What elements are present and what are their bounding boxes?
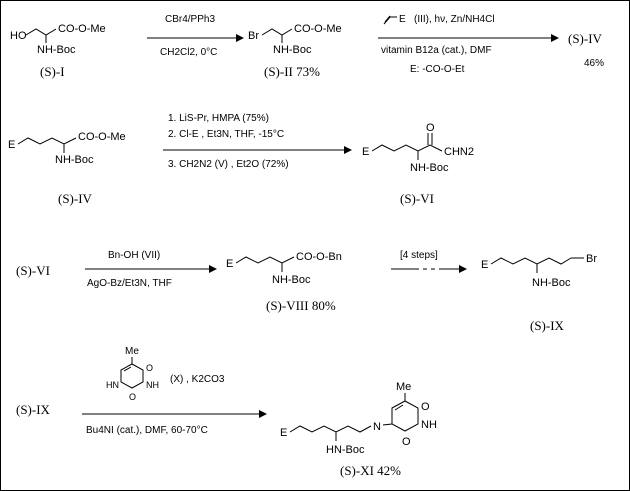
label-s-ii: (S)-II 73% xyxy=(264,64,320,79)
label-s-ix-start: (S)-IX xyxy=(16,402,51,417)
atom-nh: NH xyxy=(421,419,437,431)
atom-ho: HO xyxy=(10,30,27,42)
label-s-viii: (S)-VIII 80% xyxy=(266,298,336,313)
bond-chain xyxy=(261,28,293,36)
label-s-vi-start: (S)-VI xyxy=(16,263,50,278)
atom-o2: O xyxy=(129,392,136,402)
ring xyxy=(391,400,419,432)
reagent-vitamin: vitamin B12a (cat.), DMF xyxy=(381,45,492,56)
arrow-head xyxy=(236,34,244,42)
label-s-iv-product: (S)-IV xyxy=(568,31,603,46)
atom-o2: O xyxy=(402,436,411,448)
bond-chain xyxy=(289,425,372,433)
atom-e: E xyxy=(481,259,488,271)
bond-n-ring xyxy=(382,423,393,426)
bond-chain xyxy=(17,137,77,145)
arrow-4: Bn-OH (VII) AgO-Bz/Et3N, THF xyxy=(85,250,217,289)
compound-s-iv: E CO-O-Me NH-Boc (S)-IV xyxy=(8,131,126,206)
reagent-agobz: AgO-Bz/Et3N, THF xyxy=(87,278,172,289)
atom-o: O xyxy=(426,122,435,134)
bond-chain xyxy=(235,256,295,264)
e-definition: E: -CO-O-Et xyxy=(410,64,465,75)
arrow-head xyxy=(259,410,267,418)
arrow-head xyxy=(551,34,559,42)
atom-me: Me xyxy=(396,381,411,393)
atom-e: E xyxy=(226,258,233,270)
atom-br: Br xyxy=(586,253,597,265)
group-nhboc: NH-Boc xyxy=(532,277,571,289)
atom-me: Me xyxy=(125,346,139,357)
alkene-e: E xyxy=(399,14,406,25)
conditions-bu4ni: Bu4NI (cat.), DMF, 60-70°C xyxy=(86,425,208,436)
step-1: 1. LiS-Pr, HMPA (75%) xyxy=(168,113,269,124)
conditions-ch2cl2: CH2Cl2, 0°C xyxy=(160,47,217,58)
reagent-k2co3: (X) , K2CO3 xyxy=(170,374,225,385)
ring-double xyxy=(394,404,404,411)
label-s-vi: (S)-VI xyxy=(400,191,434,206)
atom-hn: HN xyxy=(106,380,119,390)
yield-s-iv: 46% xyxy=(584,58,604,69)
bond-chain xyxy=(25,28,57,36)
reagent-thymine-x: Me O NH HN O (X) , K2CO3 xyxy=(106,346,225,402)
arrow-5: [4 steps] xyxy=(391,250,467,273)
step-2: 2. Cl-E , Et3N, THF, -15°C xyxy=(168,129,284,140)
group-chn2: CHN2 xyxy=(444,146,474,158)
arrow-1: CBr4/PPh3 CH2Cl2, 0°C xyxy=(147,14,244,58)
atom-nh: NH xyxy=(146,380,159,390)
label-s-iv: (S)-IV xyxy=(58,191,93,206)
compound-s-viii: E CO-O-Bn NH-Boc (S)-VIII 80% xyxy=(226,251,342,313)
group-nhboc: NH-Boc xyxy=(55,154,94,166)
atom-e: E xyxy=(362,146,369,158)
group-ester: CO-O-Me xyxy=(58,23,106,35)
arrow-head xyxy=(459,265,467,273)
compound-s-ix: E Br NH-Boc (S)-IX xyxy=(481,253,597,333)
bond-chain xyxy=(490,257,572,265)
step-3: 3. CH2N2 (V) , Et2O (72%) xyxy=(168,159,289,170)
label-s-i: (S)-I xyxy=(40,64,65,79)
compound-s-i: HO CO-O-Me NH-Boc (S)-I xyxy=(10,23,106,79)
atom-o1: O xyxy=(421,401,430,413)
reagent-cbr4: CBr4/PPh3 xyxy=(165,14,215,25)
atom-o1: O xyxy=(146,363,153,373)
label-s-xi: (S)-XI 42% xyxy=(340,463,401,478)
group-nhboc: NH-Boc xyxy=(272,274,311,286)
alkene-double xyxy=(384,15,391,23)
group-ester: CO-O-Me xyxy=(294,23,342,35)
group-ester: CO-O-Bn xyxy=(296,251,342,263)
atom-n: N xyxy=(373,421,381,433)
bond-chain xyxy=(371,144,443,152)
label-s-ix: (S)-IX xyxy=(530,318,565,333)
atom-br: Br xyxy=(248,30,259,42)
group-ester: CO-O-Me xyxy=(78,131,126,143)
arrow-6: Bu4NI (cat.), DMF, 60-70°C xyxy=(82,410,267,436)
atom-e: E xyxy=(280,427,287,439)
arrow-3: 1. LiS-Pr, HMPA (75%) 2. Cl-E , Et3N, TH… xyxy=(163,113,352,170)
reagent-iii: (III), hν, Zn/NH4Cl xyxy=(414,14,495,25)
group-nhboc: NH-Boc xyxy=(273,44,312,56)
ring-double xyxy=(123,366,132,372)
ring xyxy=(120,363,144,389)
group-nhboc: NH-Boc xyxy=(410,162,449,174)
alkene-iii xyxy=(383,16,397,25)
group-nhboc: NH-Boc xyxy=(37,44,76,56)
label-4-steps: [4 steps] xyxy=(400,250,438,261)
compound-s-vi: E O CHN2 NH-Boc (S)-VI xyxy=(362,122,474,206)
group-hnboc: HN-Boc xyxy=(326,444,365,456)
arrow-head xyxy=(209,265,217,273)
compound-s-ii: Br CO-O-Me NH-Boc (S)-II 73% xyxy=(248,23,342,79)
arrow-head xyxy=(344,146,352,154)
compound-s-xi: E HN-Boc N Me O NH O (S)-XI 42% xyxy=(280,381,437,478)
reagent-bnoh: Bn-OH (VII) xyxy=(108,250,160,261)
atom-e: E xyxy=(8,139,15,151)
arrow-2: E (III), hν, Zn/NH4Cl vitamin B12a (cat.… xyxy=(378,14,559,75)
